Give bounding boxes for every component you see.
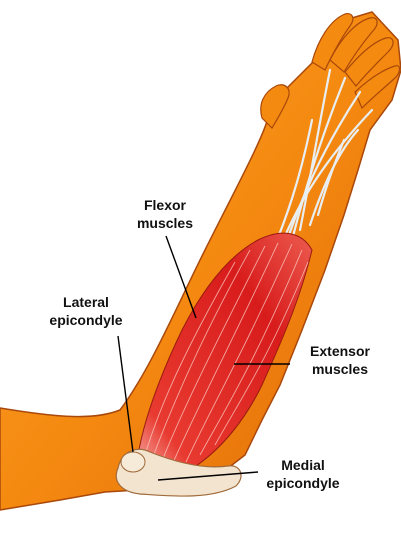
medial-epicondyle-label: Medial epicondyle xyxy=(244,456,362,492)
lateral-epicondyle-label: Lateral epicondyle xyxy=(28,293,144,329)
flexor-muscles-label: Flexor muscles xyxy=(113,196,217,232)
lateral-label-line2: epicondyle xyxy=(28,311,144,329)
extensor-label-line2: muscles xyxy=(288,360,392,378)
extensor-muscles-label: Extensor muscles xyxy=(288,342,392,378)
flexor-label-line1: Flexor xyxy=(113,196,217,214)
extensor-label-line1: Extensor xyxy=(288,342,392,360)
flexor-label-line2: muscles xyxy=(113,214,217,232)
lateral-label-line1: Lateral xyxy=(28,293,144,311)
medial-label-line1: Medial xyxy=(244,456,362,474)
medial-label-line2: epicondyle xyxy=(244,474,362,492)
